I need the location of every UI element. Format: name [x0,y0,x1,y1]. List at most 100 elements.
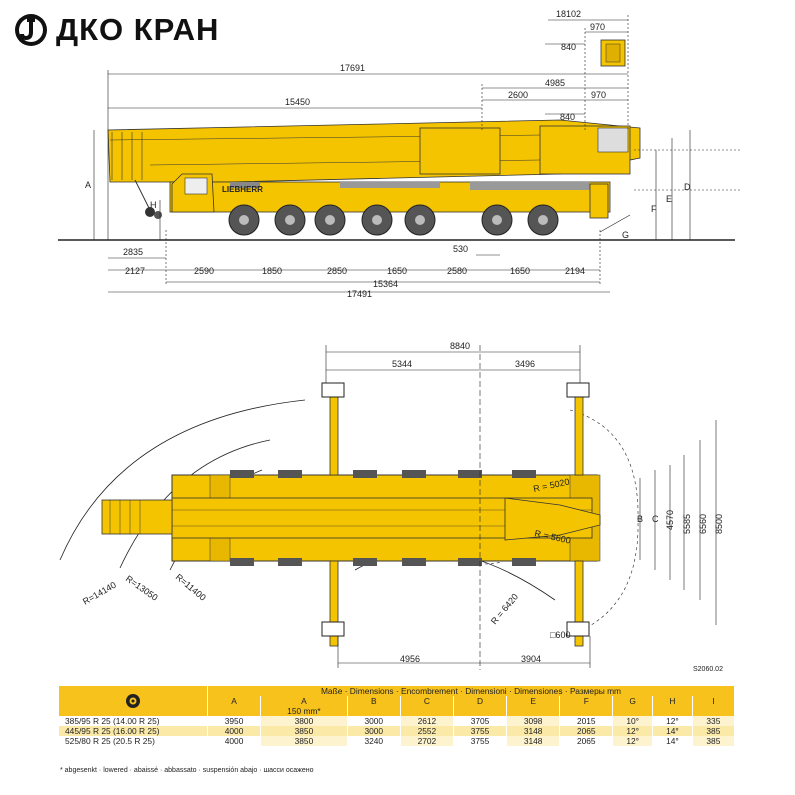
table-cell: 3000 [346,716,401,726]
dim-5585: 5585 [682,514,692,534]
label-f: F [651,204,657,214]
table-row: 525/80 R 25 (20.5 R 25) 4000 3850 3240 2… [58,736,734,746]
table-cell: 445/95 R 25 (16.00 R 25) [58,726,208,736]
dim-18102: 18102 [556,9,581,19]
dim-17691: 17691 [340,63,365,73]
dim-4570: 4570 [665,510,675,530]
drawing-code: S2060.02 [693,666,723,673]
dim-970-top: 970 [590,22,605,32]
dim-5344: 5344 [392,359,412,369]
table-cell: 3800 [260,716,348,726]
col-f: F [559,696,613,706]
table-cell: 3148 [506,726,560,736]
dim-8840: 8840 [450,341,470,351]
dim-4956: 4956 [400,654,420,664]
table-cell: 2552 [399,726,454,736]
dim-2590: 2590 [194,266,214,276]
dim-6560: 6560 [698,514,708,534]
outrigger-pad-size: □600 [550,630,570,640]
col-a2-sub: 150 mm* [260,706,348,716]
label-d: D [684,182,691,192]
logo-text: ДКО КРАН [56,12,220,47]
table-cell: 3755 [452,726,507,736]
dim-2194: 2194 [565,266,585,276]
dim-4985: 4985 [545,78,565,88]
dim-2580: 2580 [447,266,467,276]
col-b: B [346,696,401,706]
col-i: I [691,696,734,706]
table-cell: 12° [652,716,693,726]
col-a2: A [260,696,348,706]
table-cell: 3850 [260,736,348,746]
col-d: D [452,696,507,706]
label-c: C [652,514,659,524]
dim-1850: 1850 [262,266,282,276]
table-cell: 385/95 R 25 (14.00 R 25) [58,716,208,726]
table-title: Maße · Dimensions · Encombrement · Dimen… [207,686,734,696]
crane-hook-logo-icon [15,14,47,46]
dim-3496: 3496 [515,359,535,369]
table-cell: 4000 [206,726,261,736]
table-cell: 3850 [260,726,348,736]
table-cell: 3148 [506,736,560,746]
side-view: LIEBHERR [58,9,740,299]
dim-17491: 17491 [347,289,372,299]
table-cell: 3755 [452,736,507,746]
table-cell: 385 [691,736,734,746]
col-h: H [652,696,693,706]
table-cell: 12° [612,736,653,746]
tyre-icon [126,694,140,708]
table-cell: 12° [612,726,653,736]
dim-1650-b: 1650 [510,266,530,276]
dim-840: 840 [560,112,575,122]
col-c: C [399,696,454,706]
logo: ДКО КРАН [14,10,219,50]
table-cell: 3240 [346,736,401,746]
table-cell: 2015 [559,716,613,726]
label-b: B [637,514,643,524]
col-e: E [506,696,560,706]
label-e: E [666,194,672,204]
label-g: G [622,230,629,240]
table-cell: 3950 [206,716,261,726]
dim-1650-a: 1650 [387,266,407,276]
dim-15364: 15364 [373,279,398,289]
dim-2835: 2835 [123,247,143,257]
dim-2127: 2127 [125,266,145,276]
radius-11400: R=11400 [174,572,208,603]
radius-14140: R=14140 [81,580,118,607]
label-h: H [150,200,157,210]
table-cell: 2702 [399,736,454,746]
col-g: G [612,696,653,706]
dim-15450: 15450 [285,97,310,107]
table-cell: 3705 [452,716,507,726]
dim-8500: 8500 [714,514,724,534]
top-view: 8840 5344 3496 4956 3904 R = 5020 R = 56… [59,341,724,673]
crane-drawing: LIEBHERR [58,9,740,673]
table-row: 445/95 R 25 (16.00 R 25) 4000 3850 3000 … [58,726,734,736]
dim-530: 530 [453,244,468,254]
table-cell: 385 [691,726,734,736]
table-row: 385/95 R 25 (14.00 R 25) 3950 3800 3000 … [58,716,734,726]
table-cell: 4000 [206,736,261,746]
radius-13050: R=13050 [124,573,160,602]
brand-label: LIEBHERR [222,185,263,194]
table-footnote: * abgesenkt · lowered · abaissé · abbass… [60,767,314,774]
table-cell: 2065 [559,736,613,746]
table-cell: 14° [652,726,693,736]
table-cell: 14° [652,736,693,746]
col-a: A [206,696,261,706]
table-cell: 3000 [346,726,401,736]
radius-6420: R = 6420 [489,592,520,627]
table-cell: 3098 [506,716,560,726]
table-cell: 525/80 R 25 (20.5 R 25) [58,736,208,746]
table-cell: 335 [691,716,734,726]
dim-3904: 3904 [521,654,541,664]
dim-2850: 2850 [327,266,347,276]
dim-970: 970 [591,90,606,100]
dimensions-table: Maße · Dimensions · Encombrement · Dimen… [58,686,734,746]
label-a: A [85,180,91,190]
dim-840-top: 840 [561,42,576,52]
table-cell: 2065 [559,726,613,736]
dim-2600: 2600 [508,90,528,100]
